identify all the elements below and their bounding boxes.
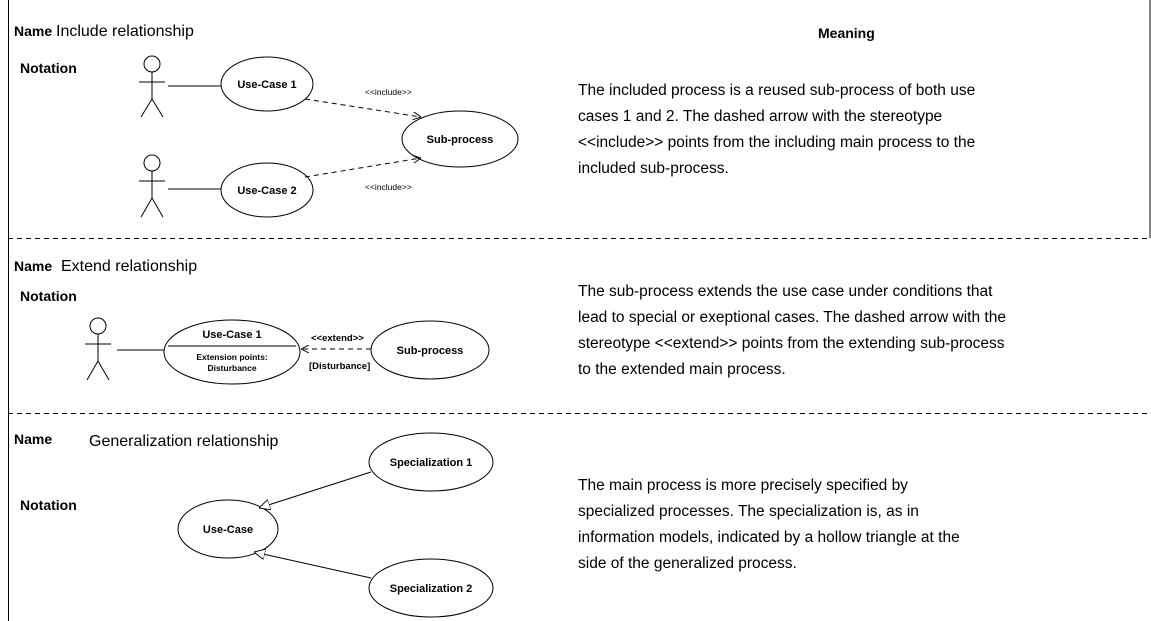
use-case-2-label: Use-Case 2 bbox=[237, 185, 296, 197]
extension-points-value: Disturbance bbox=[207, 363, 256, 373]
extend-condition: [Disturbance] bbox=[309, 361, 370, 372]
generalization-arrow-1 bbox=[259, 471, 372, 508]
use-case-1-label: Use-Case 1 bbox=[237, 79, 296, 91]
generalization-arrow-2 bbox=[254, 552, 372, 579]
notation-label: Notation bbox=[20, 497, 77, 513]
include-stereotype-1: <<include>> bbox=[365, 87, 412, 97]
extend-meaning: The sub-process extends the use case und… bbox=[578, 283, 1010, 378]
notation-label: Notation bbox=[20, 60, 77, 76]
notation-label: Notation bbox=[20, 288, 77, 304]
use-case-1-label: Use-Case 1 bbox=[202, 329, 261, 341]
actor-icon bbox=[139, 55, 165, 118]
sub-process-label: Sub-process bbox=[427, 134, 494, 146]
specialization-2-ellipse bbox=[368, 558, 494, 618]
sub-process-ellipse bbox=[370, 320, 490, 380]
extend-section: Name Extend relationship Notation Use-Ca… bbox=[14, 258, 1010, 385]
sub-process-label: Sub-process bbox=[397, 345, 464, 357]
include-section: Name Include relationship Notation Meani… bbox=[14, 23, 980, 218]
generalization-name: Generalization relationship bbox=[89, 433, 279, 450]
specialization-2-label: Specialization 2 bbox=[390, 583, 473, 595]
generalization-meaning: The main process is more precisely speci… bbox=[578, 477, 964, 572]
meaning-header: Meaning bbox=[818, 25, 875, 41]
use-case-label: Use-Case bbox=[203, 524, 253, 536]
actor-icon bbox=[139, 154, 165, 218]
include-name: Include relationship bbox=[56, 23, 194, 40]
include-arrow-2 bbox=[304, 158, 421, 178]
extend-stereotype: <<extend>> bbox=[311, 333, 364, 344]
sub-process-ellipse bbox=[401, 110, 519, 168]
use-case-ellipse bbox=[177, 499, 279, 559]
name-label: Name bbox=[14, 431, 52, 447]
extension-points-label: Extension points: bbox=[196, 352, 267, 362]
use-case-1-ellipse bbox=[163, 319, 301, 385]
actor-icon bbox=[85, 317, 111, 381]
include-stereotype-2: <<include>> bbox=[365, 182, 412, 192]
name-label: Name bbox=[14, 23, 52, 39]
use-case-2-ellipse bbox=[220, 162, 314, 218]
specialization-1-label: Specialization 1 bbox=[390, 457, 473, 469]
include-arrow-1 bbox=[304, 98, 421, 117]
include-meaning: The included process is a reused sub-pro… bbox=[578, 82, 980, 177]
use-case-1-ellipse bbox=[220, 56, 314, 112]
name-label: Name bbox=[14, 258, 52, 274]
specialization-1-ellipse bbox=[368, 432, 494, 492]
extend-name: Extend relationship bbox=[61, 258, 197, 275]
generalization-section: Name Generalization relationship Notatio… bbox=[14, 431, 964, 618]
